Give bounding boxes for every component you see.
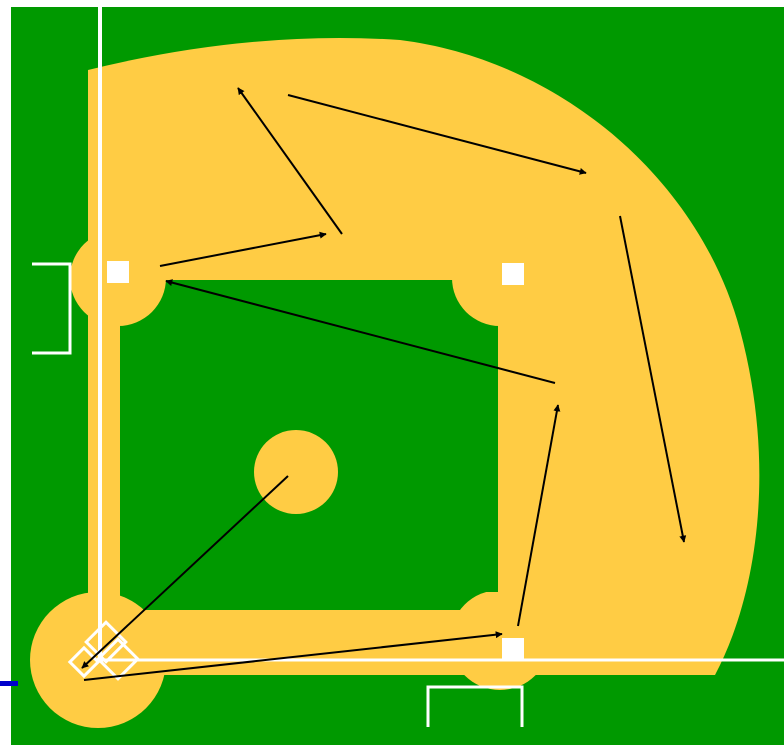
first-base — [502, 638, 524, 660]
infield-grass-bottom — [120, 592, 448, 610]
blue-marker — [0, 681, 18, 686]
second-base-cutout — [452, 230, 548, 326]
infield-grass-left — [120, 326, 170, 610]
third-base — [107, 261, 129, 283]
pitchers-mound — [254, 430, 338, 514]
second-base — [502, 263, 524, 285]
first-base-cutout — [450, 590, 550, 690]
